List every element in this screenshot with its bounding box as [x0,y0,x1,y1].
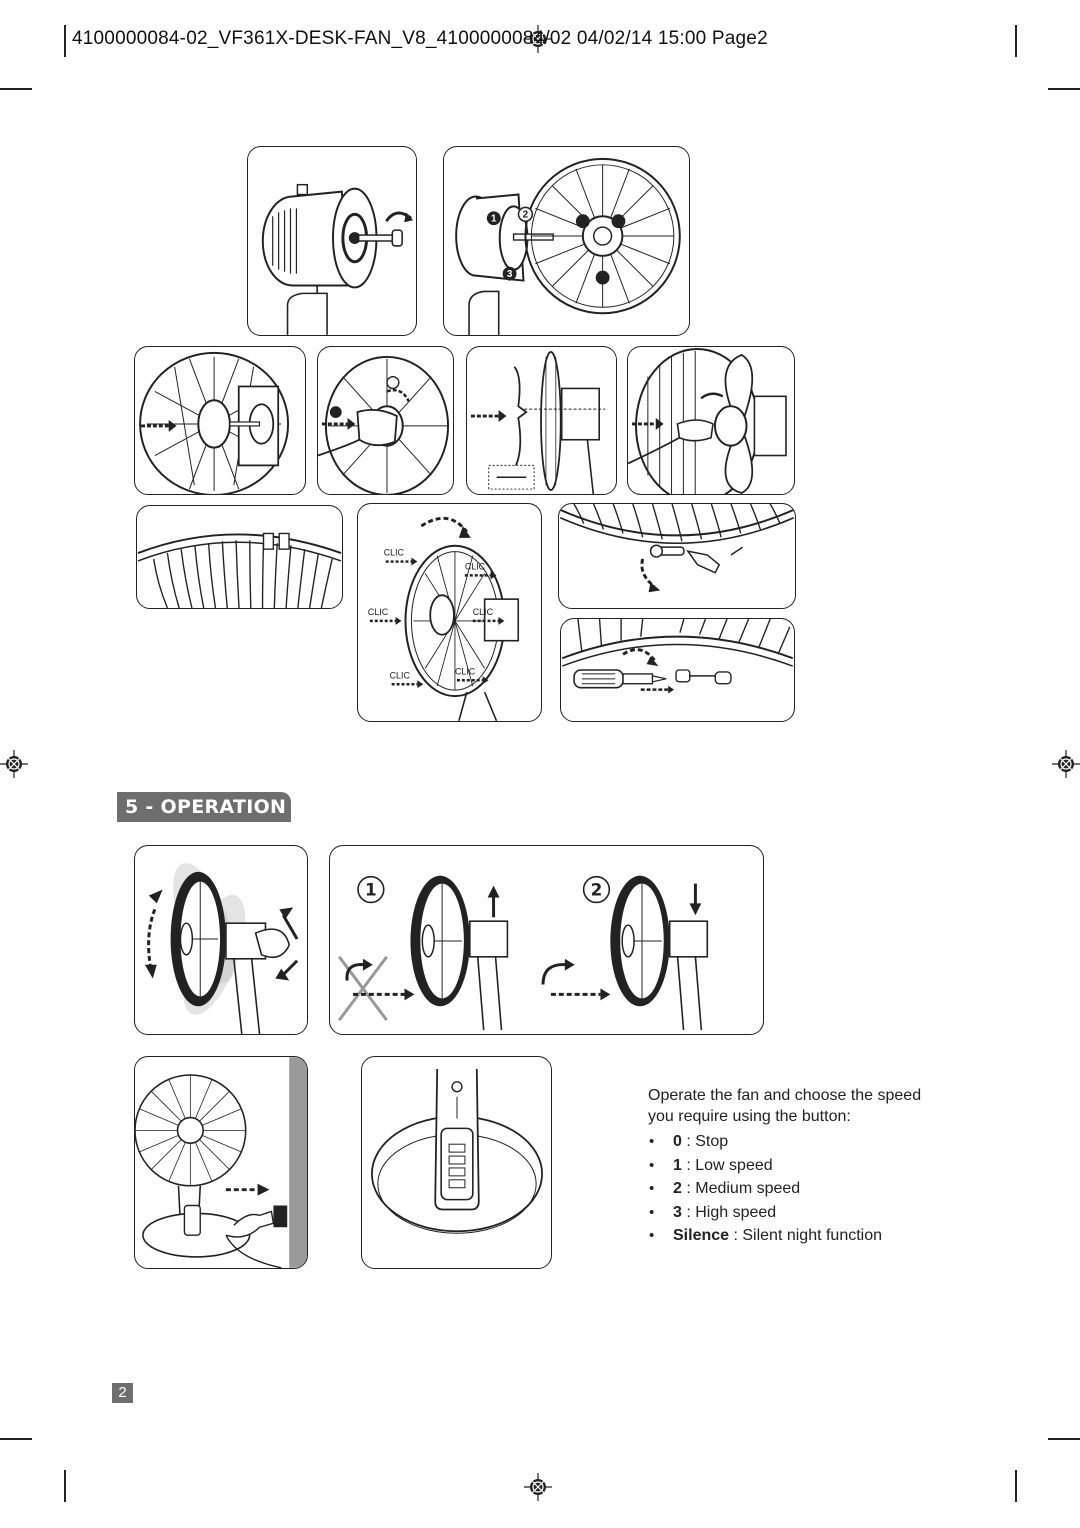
page-number: 2 [112,1383,133,1403]
speed-instructions: Operate the fan and choose the speed you… [648,1085,948,1248]
crop-mark [0,1438,32,1440]
operation-panel-control-base [361,1056,552,1269]
list-item: 3 : High speed [648,1201,948,1225]
step-marker-1: 1 [365,879,377,899]
screwdriver-illustration [561,619,794,694]
blade-illustration [470,351,606,494]
speed-list: 0 : Stop 1 : Low speed 2 : Medium speed … [648,1130,948,1248]
assembly-panel-nut [317,346,454,495]
registration-mark-icon [524,1473,552,1501]
crop-mark [1048,1438,1080,1440]
clic-label: CLIC [368,607,389,617]
clic-label: CLIC [384,548,405,558]
assembly-panel-screw-clamp [558,503,796,609]
assembly-panel-guard-rim [136,505,343,609]
control-base-illustration [371,1068,543,1234]
crop-mark [64,25,66,57]
spinner-illustration [628,348,787,494]
registration-mark-icon [1052,750,1080,778]
step-mark-2: 2 [523,210,529,221]
crop-mark [1048,88,1080,90]
operation-panel-plug [134,1056,308,1269]
registration-mark-icon [524,25,552,53]
assembly-panel-blade [466,346,617,495]
assembly-panel-screwdriver [560,618,795,722]
registration-mark-icon [0,750,28,778]
crop-mark [1015,25,1017,57]
operation-panel-tilt [134,845,308,1035]
tilt-illustration [144,863,299,1034]
guard-rim-illustration [137,532,342,608]
oscillation-illustration: 1 2 [338,875,709,1031]
step-marker-2: 2 [591,879,603,899]
clic-label: CLIC [455,666,476,676]
section-title: 5 - OPERATION [117,792,291,822]
step-mark-3: 3 [507,269,513,280]
print-slug-header: 4100000084-02_VF361X-DESK-FAN_V8_4100000… [72,28,768,49]
motor-illustration [261,183,414,335]
operation-panel-oscillation: 1 2 [329,845,764,1035]
list-item: Silence : Silent night function [648,1224,948,1248]
assembly-panel-clips: CLIC CLIC CLIC CLIC CLIC CLIC [357,503,542,722]
assembly-panel-spinner [627,346,795,495]
clic-label: CLIC [390,670,411,680]
guard-fit-illustration [139,351,290,494]
rear-guard-illustration: 1 2 3 [455,157,681,335]
nut-illustration [318,355,450,494]
plug-illustration [135,1057,307,1268]
list-item: 1 : Low speed [648,1154,948,1178]
crop-mark [0,88,32,90]
assembly-panel-guard-fit [134,346,306,495]
clic-label: CLIC [465,561,486,571]
list-item: 0 : Stop [648,1130,948,1154]
step-mark-1: 1 [491,214,497,225]
crop-mark [1015,1470,1017,1502]
clic-label: CLIC [473,607,494,617]
screw-clamp-illustration [559,504,795,593]
crop-mark [64,1470,66,1502]
instructions-intro: Operate the fan and choose the speed you… [648,1087,922,1125]
assembly-panel-rear-guard: 1 2 3 [443,146,690,336]
assembly-panel-motor [247,146,417,336]
list-item: 2 : Medium speed [648,1177,948,1201]
clips-illustration: CLIC CLIC CLIC CLIC CLIC CLIC [368,516,520,721]
